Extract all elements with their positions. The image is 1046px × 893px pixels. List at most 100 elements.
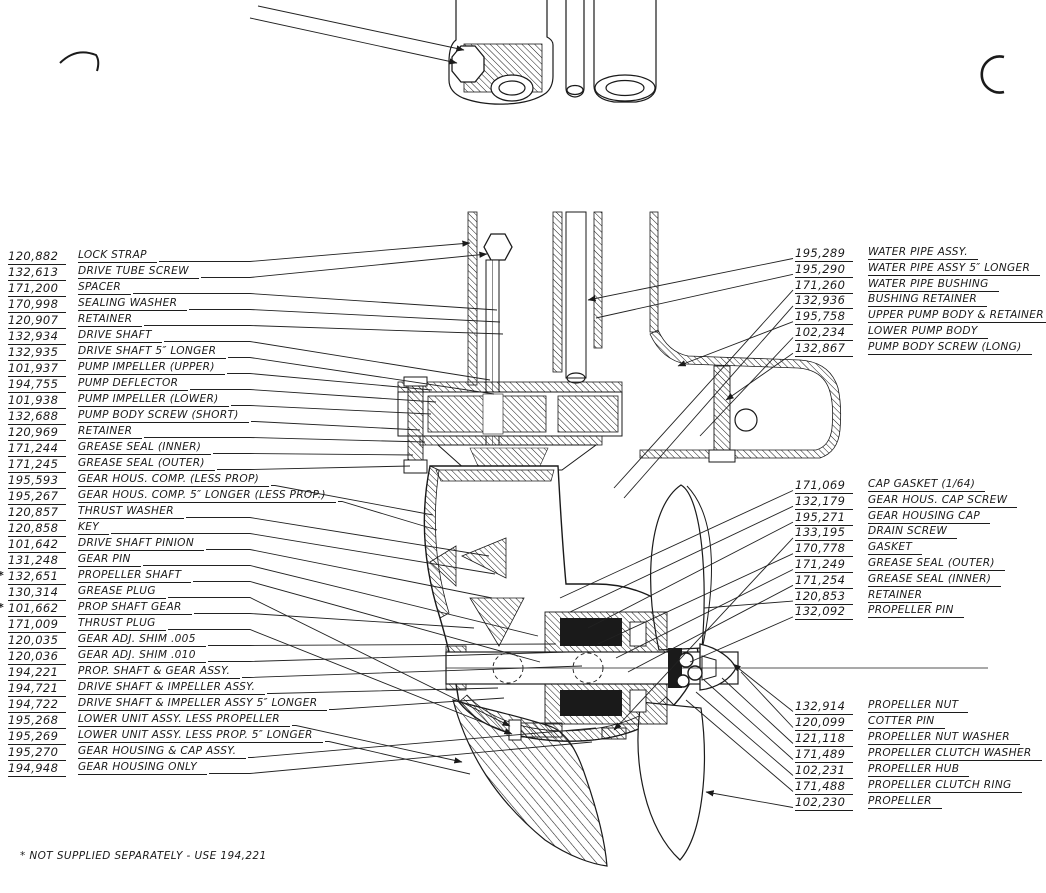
leader-line [597, 553, 794, 645]
part-number: 120,036 [8, 649, 66, 665]
part-name: GREASE PLUG [78, 585, 166, 599]
part-number: 102,231 [795, 763, 853, 779]
part-number: 120,969 [8, 425, 66, 441]
part-number: 101,937 [8, 361, 66, 377]
part-number: 170,778 [795, 541, 853, 558]
part-name: KEY [78, 521, 110, 535]
part-name: LOWER UNIT ASSY. LESS PROP. 5″ LONGER [78, 729, 323, 743]
part-number: 132,867 [795, 341, 853, 357]
part-number: 194,755 [8, 377, 66, 393]
part-number: 171,200 [8, 281, 66, 297]
leader-line [190, 389, 437, 403]
part-name: GEAR ADJ. SHIM .010 [78, 649, 206, 663]
part-name: PROP. SHAFT & GEAR ASSY. [78, 665, 241, 679]
leader-line [111, 533, 496, 575]
leader-line [587, 258, 794, 302]
part-name: GEAR ADJ. SHIM .005 [78, 633, 206, 647]
part-number: 132,613 [8, 265, 66, 281]
part-name: THRUST WASHER [78, 505, 184, 519]
part-name: PROPELLER CLUTCH RING [868, 779, 1022, 793]
part-number: 120,858 [8, 521, 66, 537]
leader-line [267, 687, 499, 694]
part-number: 195,270 [8, 745, 66, 761]
part-number: 101,642 [8, 537, 66, 553]
part-number: 101,938 [8, 393, 66, 409]
leader-line [143, 565, 539, 637]
leader-line [248, 727, 597, 758]
part-name: WATER PIPE ASSY. [868, 246, 978, 260]
part-number: 120,035 [8, 633, 66, 649]
leader-line [329, 697, 505, 710]
leader-line [193, 581, 541, 663]
leader-line [615, 569, 794, 659]
part-number: 102,230 [795, 795, 853, 811]
part-name: SEALING WASHER [78, 297, 188, 311]
leader-line [559, 490, 794, 599]
part-name: PUMP IMPELLER (LOWER) [78, 393, 229, 407]
part-name: DRAIN SCREW [868, 525, 958, 540]
part-number: 120,882 [8, 249, 66, 265]
footnote: * NOT SUPPLIED SEPARATELY - USE 194,221 [20, 850, 267, 862]
part-name: LOCK STRAP [78, 249, 157, 263]
part-name: PUMP BODY SCREW (LONG) [868, 341, 1032, 355]
part-name: RETAINER [78, 425, 143, 439]
part-name: DRIVE SHAFT [78, 329, 162, 343]
part-name: PROPELLER HUB [868, 763, 970, 777]
part-number: 121,118 [795, 731, 853, 747]
leader-line [595, 273, 794, 319]
part-name: LOWER UNIT ASSY. LESS PROPELLER [78, 713, 290, 727]
part-name: WATER PIPE BUSHING [868, 278, 999, 292]
part-name: LOWER PUMP BODY [868, 325, 988, 339]
part-number: 132,936 [795, 293, 853, 310]
part-number: 195,290 [795, 262, 853, 278]
part-name: GEAR PIN [78, 553, 141, 567]
leader-line [338, 501, 438, 531]
part-number: 171,488 [795, 779, 853, 795]
part-number: 171,009 [8, 617, 66, 633]
leader-line [208, 643, 557, 646]
part-name: PROPELLER NUT [868, 699, 969, 713]
part-number: 170,998 [8, 297, 66, 313]
part-number: 171,069 [795, 478, 853, 494]
part-number: 171,260 [795, 278, 853, 294]
part-name: PROP SHAFT GEAR [78, 601, 192, 615]
part-number: 171,249 [795, 557, 853, 573]
part-name: BUSHING RETAINER [868, 293, 988, 308]
part-number: 133,195 [795, 525, 853, 542]
part-name: PUMP IMPELLER (UPPER) [78, 361, 225, 375]
leader-line [159, 240, 471, 262]
leader-line [242, 665, 583, 678]
leader-line [703, 679, 794, 760]
part-number: 120,853 [795, 589, 853, 605]
part-name: GASKET [868, 541, 923, 556]
leader-line [627, 584, 794, 673]
part-number: 195,268 [8, 713, 66, 729]
part-number: 194,721 [8, 681, 66, 697]
part-name: PROPELLER PIN [868, 604, 964, 619]
part-name: WATER PIPE ASSY 5″ LONGER [868, 262, 1041, 276]
leader-line [689, 616, 794, 663]
leader-line [168, 629, 513, 735]
leader-line [721, 677, 794, 744]
part-number: 132,914 [795, 699, 853, 715]
leader-line [271, 485, 434, 516]
part-name: PROPELLER SHAFT [78, 569, 192, 583]
not-supplied-star-mark: * [0, 569, 4, 582]
leader-lines [111, 240, 794, 808]
drive-tube-clamp-drawing [249, 0, 657, 105]
part-name: RETAINER [78, 313, 143, 327]
part-name: GREASE SEAL (OUTER) [868, 557, 1005, 571]
part-name: PROPELLER [868, 795, 942, 809]
leader-line [186, 517, 490, 557]
leader-line [703, 600, 794, 609]
part-name: GREASE SEAL (OUTER) [78, 457, 215, 471]
leader-line [725, 352, 794, 401]
part-number: 131,248 [8, 553, 66, 569]
part-number: 132,651 [8, 569, 66, 585]
part-number: 194,722 [8, 697, 66, 713]
